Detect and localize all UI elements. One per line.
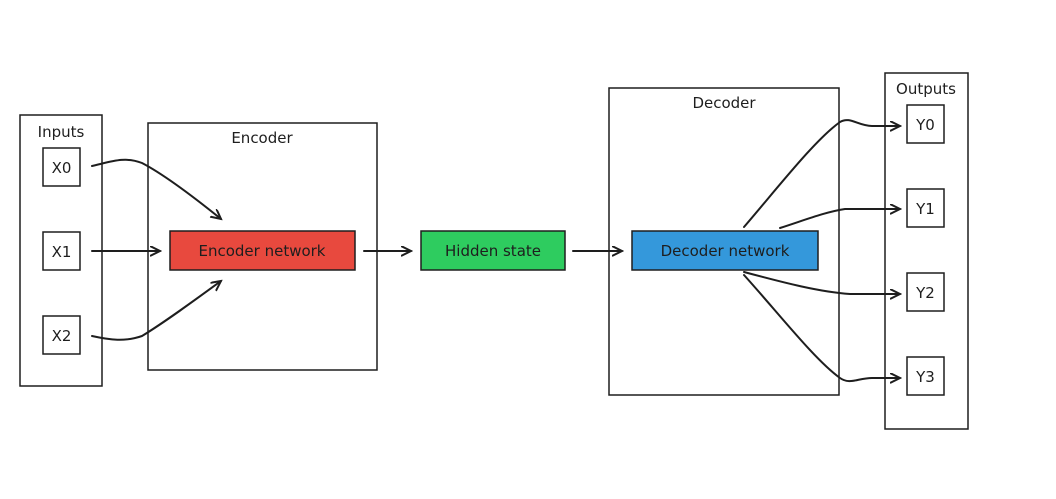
decoder-network-label: Decoder network — [661, 242, 790, 260]
outputs-group: Outputs Y0 Y1 Y2 Y3 — [884, 72, 969, 430]
output-node-y0-box — [906, 104, 945, 144]
encoder-network-label: Encoder network — [198, 242, 325, 260]
input-node-x0-box — [42, 147, 81, 187]
hidden-state-block — [420, 230, 566, 271]
output-node-y3-box — [906, 356, 945, 396]
edge-x2-to-encoder — [91, 281, 221, 341]
decoder-group: Decoder Decoder network — [608, 87, 840, 396]
inputs-group: Inputs X0 X1 X2 — [19, 114, 103, 387]
edge-decoder-to-y1 — [779, 209, 900, 229]
output-node-y3: Y3 — [915, 368, 935, 386]
edge-decoder-to-y3 — [743, 274, 900, 381]
input-node-x2: X2 — [52, 327, 72, 345]
edge-decoder-to-y0 — [743, 119, 900, 228]
output-node-y2-box — [906, 272, 945, 312]
input-node-x2-box — [42, 315, 81, 355]
encoder-network-block — [169, 230, 356, 271]
outputs-frame — [884, 72, 969, 430]
edges — [91, 119, 900, 381]
output-node-y1-box — [906, 188, 945, 228]
hidden-state-group: Hidden state — [420, 230, 566, 271]
outputs-title: Outputs — [896, 80, 956, 98]
output-node-y1: Y1 — [915, 200, 935, 218]
output-node-y2: Y2 — [915, 284, 935, 302]
decoder-network-block — [631, 230, 819, 271]
output-node-y0: Y0 — [915, 116, 935, 134]
decoder-frame — [608, 87, 840, 396]
encoder-group: Encoder Encoder network — [147, 122, 378, 371]
hidden-state-label: Hidden state — [445, 242, 541, 260]
input-node-x1: X1 — [52, 243, 72, 261]
encoder-title: Encoder — [231, 129, 293, 147]
inputs-title: Inputs — [38, 123, 85, 141]
encoder-frame — [147, 122, 378, 371]
edge-x0-to-encoder — [91, 158, 221, 219]
edge-decoder-to-y2 — [743, 271, 900, 294]
input-node-x0: X0 — [52, 159, 72, 177]
decoder-title: Decoder — [692, 94, 756, 112]
input-node-x1-box — [42, 231, 81, 271]
